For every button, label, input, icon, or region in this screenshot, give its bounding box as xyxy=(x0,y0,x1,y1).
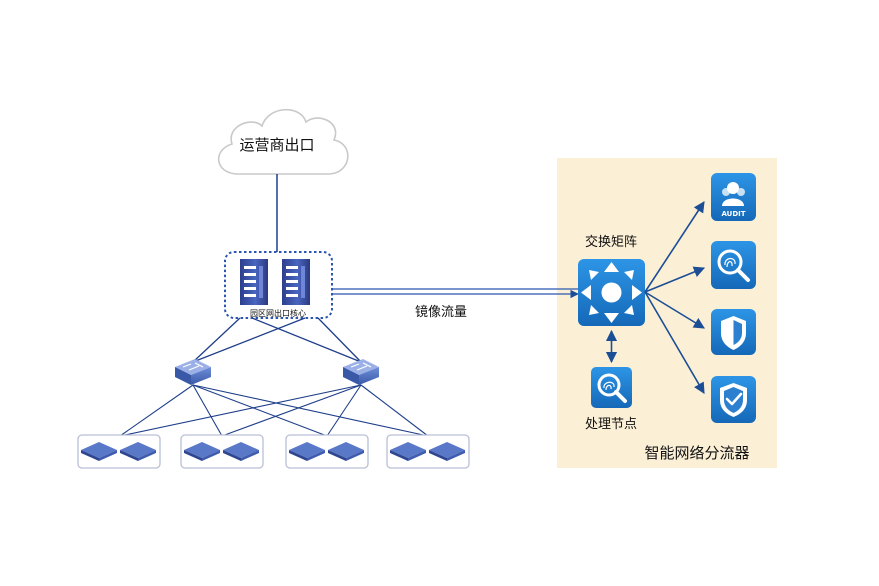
audit-users-icon xyxy=(711,173,756,221)
mirror-label: 镜像流量 xyxy=(415,305,467,320)
matrix-label: 交换矩阵 xyxy=(585,234,637,250)
fanout-arrows xyxy=(644,201,706,394)
access-switch-icon xyxy=(81,442,117,461)
network-switch-icon xyxy=(343,359,379,385)
processing-label: 处理节点 xyxy=(585,417,637,432)
cloud-icon xyxy=(217,108,349,175)
access-switch-icon xyxy=(289,442,325,461)
fingerprint-search-icon xyxy=(591,367,632,408)
access-switch-icon xyxy=(328,442,364,461)
switching-matrix-icon xyxy=(578,259,645,326)
splitter-label: 智能网络分流器 xyxy=(644,444,749,462)
audit-label: AUDIT xyxy=(721,210,745,218)
core-distribution-links xyxy=(192,317,362,363)
server-rack-icon xyxy=(240,259,268,305)
access-switch-icon xyxy=(120,442,156,461)
core-label: 园区网出口核心 xyxy=(250,308,306,318)
access-switch-icon xyxy=(223,442,259,461)
shield-icon xyxy=(711,309,756,355)
distribution-access-links xyxy=(119,384,429,437)
access-switch-icon xyxy=(429,442,465,461)
fingerprint-search-icon xyxy=(711,241,756,289)
access-switch-icon xyxy=(390,442,426,461)
core-group-frame xyxy=(224,251,333,319)
server-rack-icon xyxy=(282,259,310,305)
network-switch-icon xyxy=(175,359,211,385)
access-switch-icon xyxy=(184,442,220,461)
shield-check-icon xyxy=(711,376,756,423)
cloud-label: 运营商出口 xyxy=(239,136,314,154)
